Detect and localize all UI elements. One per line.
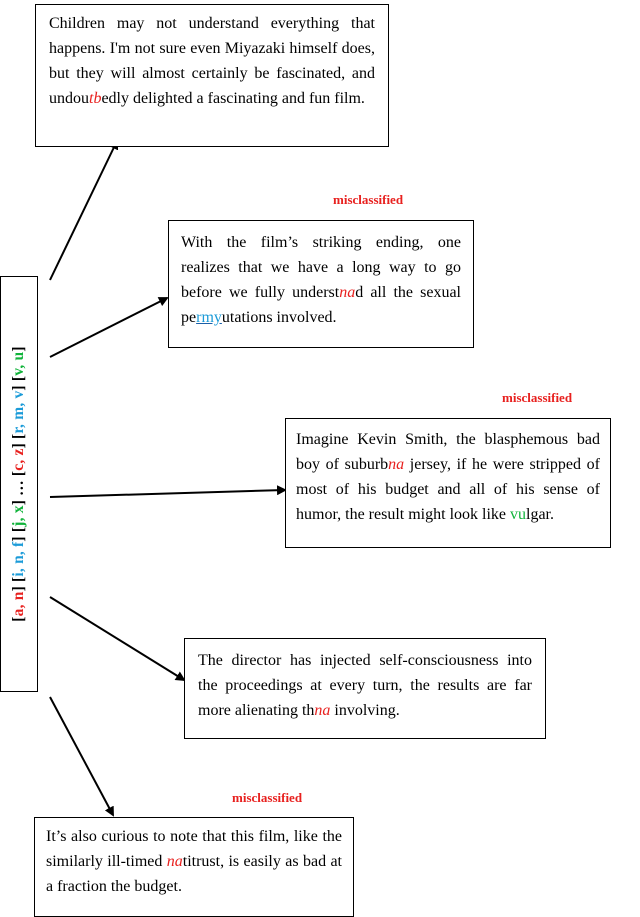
key-sequence-bar: [a, n] [i, n, f] [j, x] … [c, z] [r, m, … <box>0 276 38 692</box>
key-group: a, n <box>10 591 27 617</box>
perturbed-segment: na <box>339 284 356 301</box>
example-text-3: Imagine Kevin Smith, the blasphemous bad… <box>296 427 600 527</box>
example-box-2: With the film’s striking ending, one rea… <box>168 220 474 348</box>
text-segment: lgar. <box>526 506 554 523</box>
text-segment: Imagine Kevin Smith, the blasphemous bad… <box>296 431 600 473</box>
example-box-4: The director has injected self-conscious… <box>184 638 546 739</box>
arrow-5 <box>49 696 114 817</box>
text-segment: With the film’s striking ending, one rea… <box>181 234 461 301</box>
text-segment: d all the sexual pe <box>181 284 461 326</box>
key-group: j, x <box>10 505 27 527</box>
example-box-5: It’s also curious to note that this film… <box>34 817 354 917</box>
arrow-3 <box>49 485 287 498</box>
key-group: ] [ <box>10 433 27 449</box>
example-box-1: Children may not understand everything t… <box>35 4 389 147</box>
perturbed-segment: tb <box>89 90 102 107</box>
example-text-5: It’s also curious to note that this film… <box>46 824 342 899</box>
text-segment: titrust, is easily as bad at a fraction … <box>46 853 343 895</box>
example-box-3: Imagine Kevin Smith, the blasphemous bad… <box>285 418 611 548</box>
example-text-4: The director has injected self-conscious… <box>198 648 532 723</box>
perturbed-segment: na <box>388 456 405 473</box>
text-segment: The director has injected self-conscious… <box>198 652 532 719</box>
key-group: ] <box>10 346 27 352</box>
key-group: ] [ <box>10 526 27 542</box>
text-segment: involving. <box>330 702 400 719</box>
key-group: ] [ <box>10 576 27 592</box>
perturbed-segment: na <box>314 702 331 719</box>
text-segment: edly delighted a fascinating and fun fil… <box>101 90 365 107</box>
text-segment: It’s also curious to note that this film… <box>46 828 342 870</box>
key-sequence-label: [a, n] [i, n, f] [j, x] … [c, z] [r, m, … <box>10 346 28 621</box>
misclassified-label-3: misclassified <box>502 390 573 405</box>
key-group: i, n, f <box>10 541 27 577</box>
example-text-2: With the film’s striking ending, one rea… <box>181 230 461 330</box>
perturbed-segment: rmy <box>196 309 222 326</box>
misclassified-label-5: misclassified <box>232 790 303 805</box>
perturbed-segment: na <box>166 853 183 870</box>
text-segment: utations involved. <box>221 309 337 326</box>
misclassified-label-2: misclassified <box>333 192 404 207</box>
arrow-4 <box>49 596 186 682</box>
text-segment: Children may not understand everything t… <box>49 15 375 107</box>
key-group: c, z <box>10 448 27 471</box>
key-group: ] … [ <box>10 470 27 506</box>
text-segment: jersey, if he were stripped of most of h… <box>296 456 601 523</box>
key-group: [ <box>10 616 27 622</box>
perturbed-segment: vu <box>510 506 526 523</box>
arrow-2 <box>49 297 169 358</box>
example-text-1: Children may not understand everything t… <box>49 11 375 111</box>
key-group: v, u <box>10 351 27 376</box>
key-group: r, m, v <box>10 390 27 434</box>
arrow-1 <box>49 139 119 281</box>
key-group: ] [ <box>10 375 27 391</box>
